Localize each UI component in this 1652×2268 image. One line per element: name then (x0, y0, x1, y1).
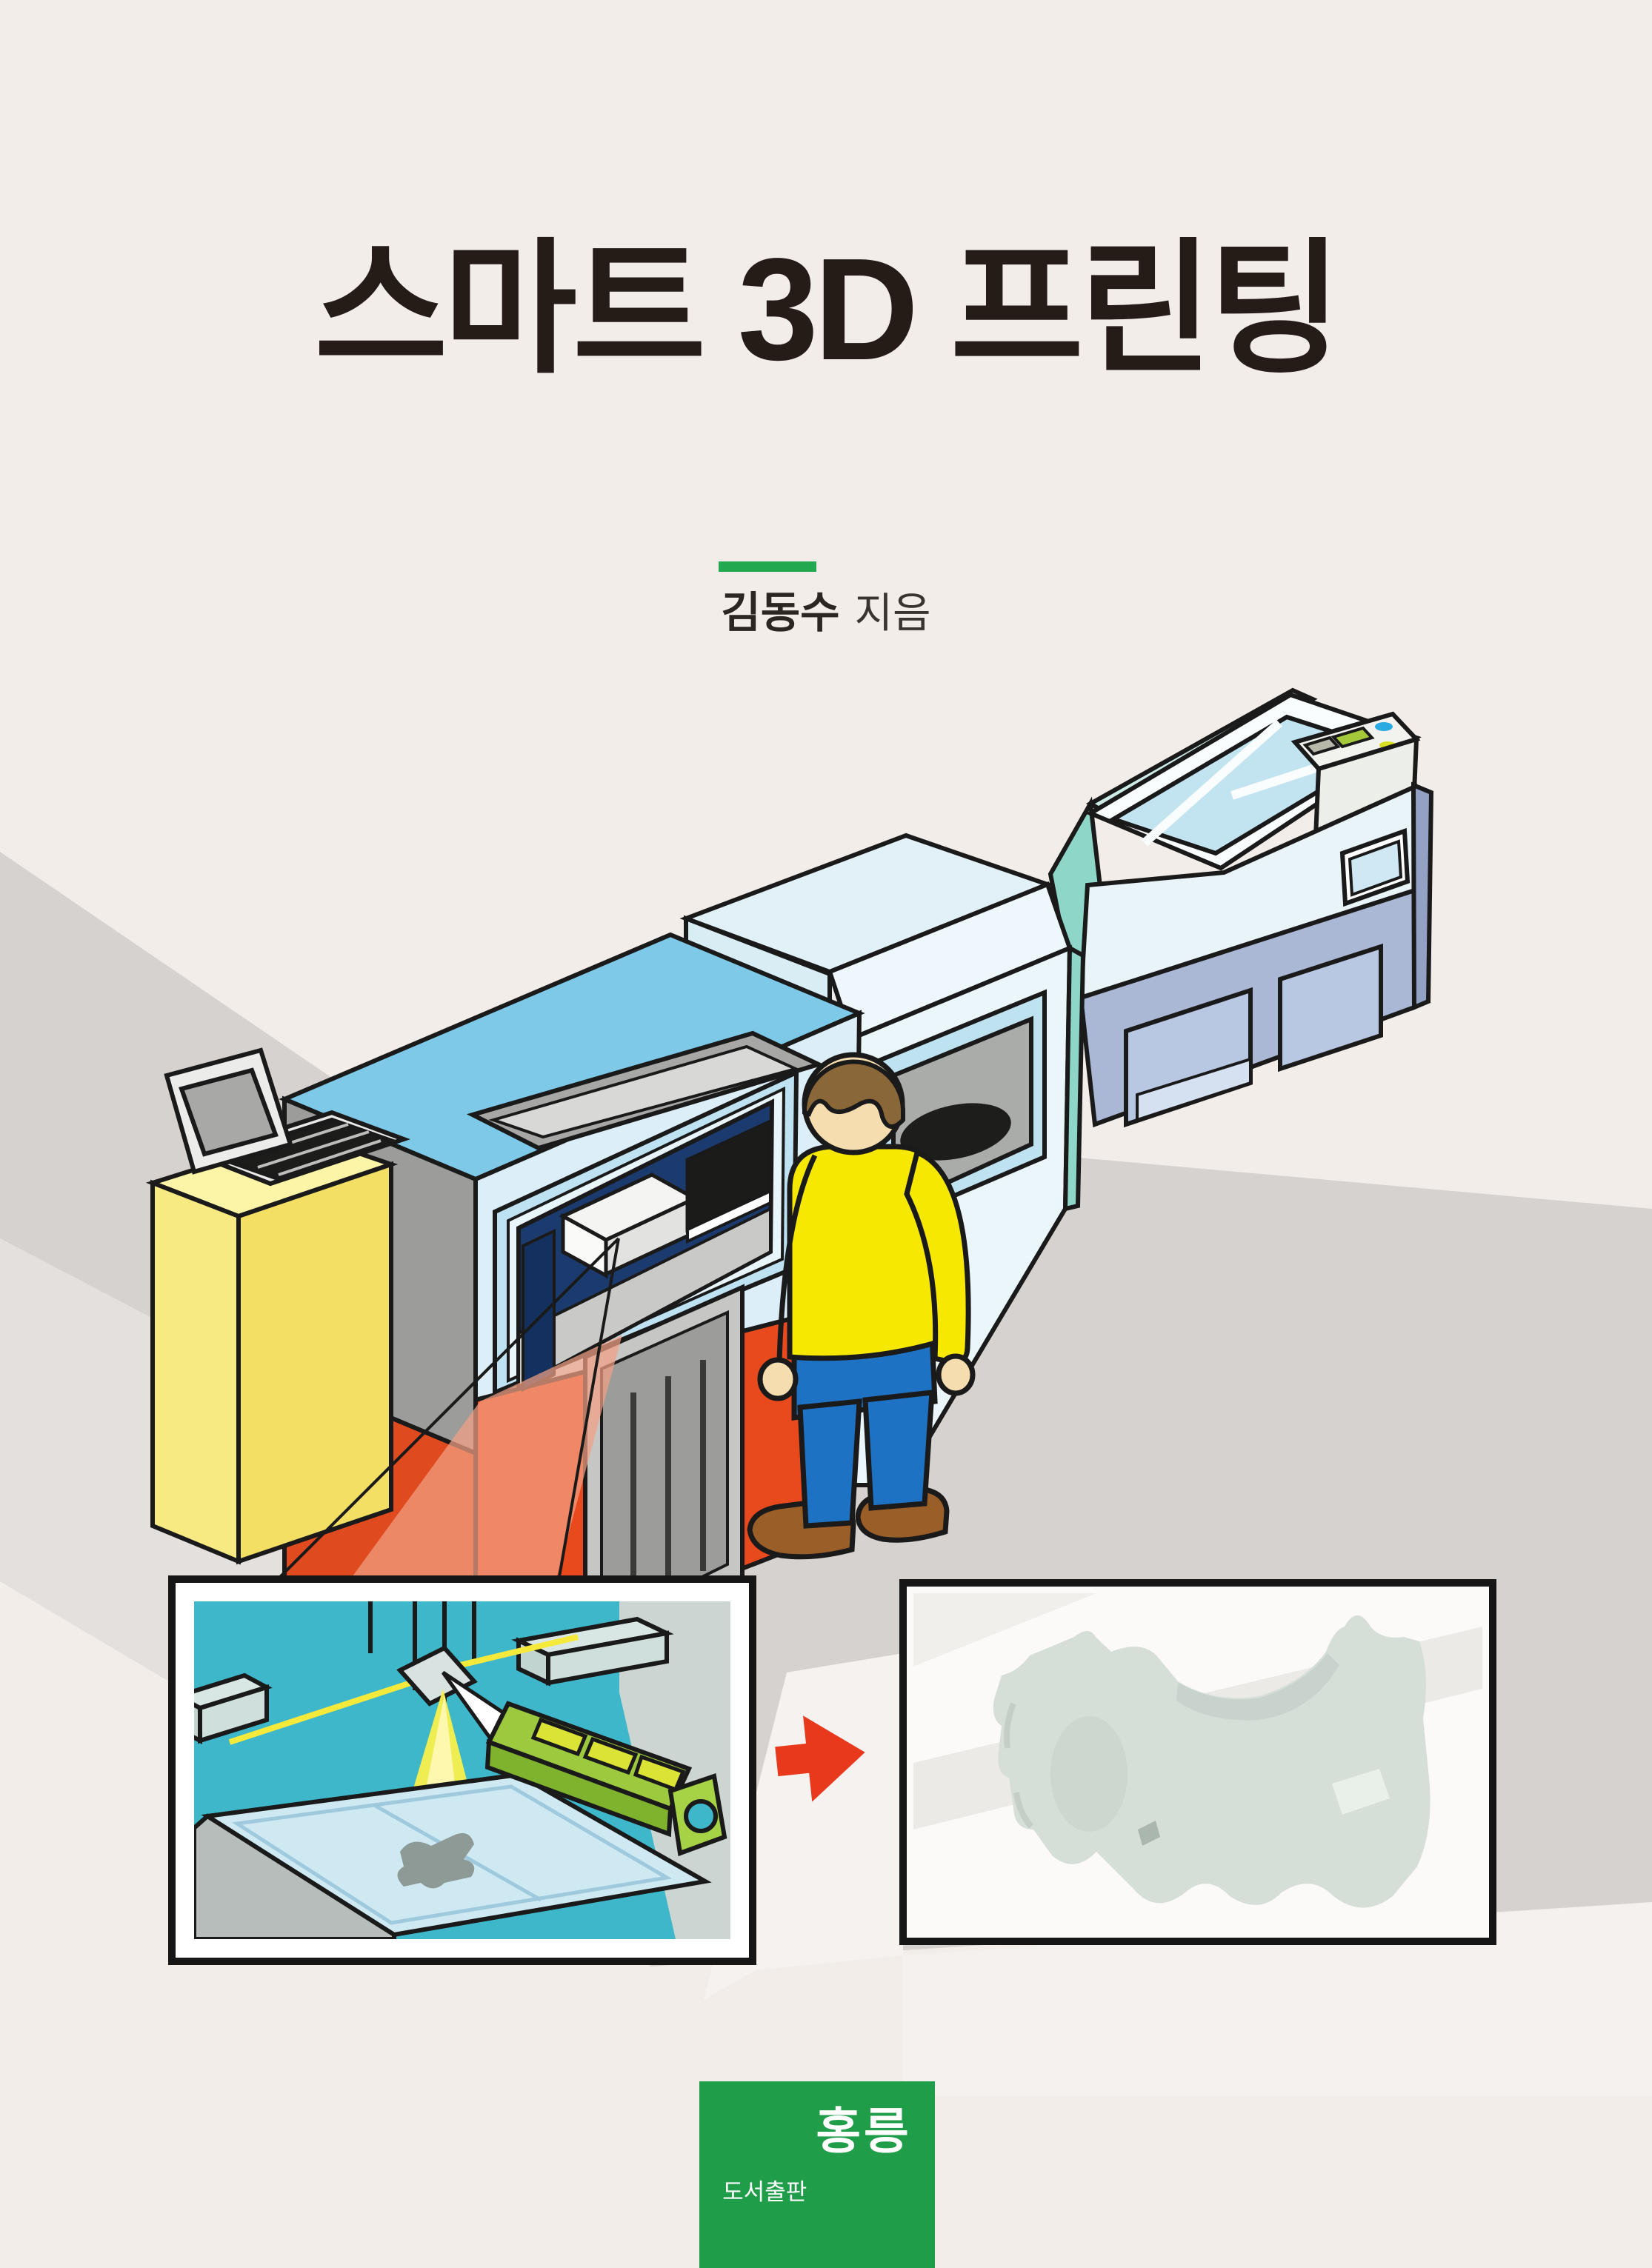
laptop-station (145, 1047, 411, 1565)
left-hand (757, 1357, 799, 1401)
printed-layer (397, 1832, 475, 1889)
recoater-arm (484, 1701, 727, 1857)
publisher-name: 홍릉 (816, 2104, 912, 2158)
author-suffix: 지음 (854, 590, 931, 636)
laptop (164, 1047, 411, 1187)
author-line: 김동수 지음 (0, 578, 1652, 640)
author-name: 김동수 (721, 589, 840, 637)
publisher-logo: 도서출판 홍릉 (699, 2081, 935, 2268)
laser-emitters (194, 1616, 674, 1744)
printhead-unit (685, 1118, 773, 1244)
hair (802, 1059, 905, 1129)
machine-right (1048, 687, 1434, 1128)
author-accent-bar (719, 561, 816, 572)
inset-printing-process (168, 1575, 756, 1965)
arrow-right-icon (775, 1715, 865, 1802)
person (747, 1052, 976, 1560)
inset-printed-part (899, 1579, 1496, 1945)
left-arm-line (776, 1154, 818, 1362)
callout-lines (270, 1237, 620, 1587)
publisher-prefix: 도서출판 (722, 2178, 807, 2205)
right-hand (936, 1353, 976, 1396)
book-title: 스마트 3D 프린팅 (314, 228, 1342, 390)
